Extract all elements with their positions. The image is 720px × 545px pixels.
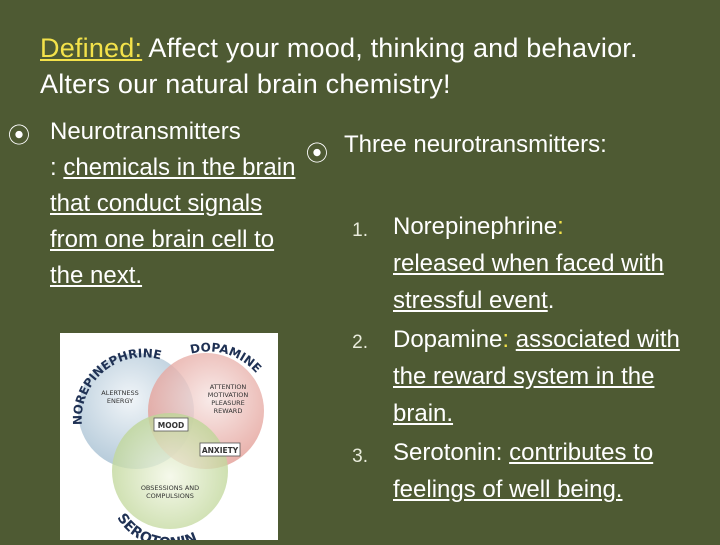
pleasure-label: PLEASURE — [211, 399, 245, 407]
item-description: contributes to feelings of well being. — [393, 439, 654, 503]
item-colon: : — [502, 326, 510, 353]
mood-box — [153, 417, 189, 432]
list-item-norepinephrine: Norepinephrine: released when faced with… — [393, 208, 718, 319]
list-item-dopamine: Dopamine: associated with the reward sys… — [393, 321, 718, 432]
attention-label: ATTENTION — [210, 383, 247, 391]
neurotransmitters-definition: Neurotransmitters : chemicals in the bra… — [50, 114, 300, 294]
item-description: released when faced with stressful event — [393, 250, 664, 314]
energy-label: ENERGY — [107, 397, 133, 405]
definition-text: Affect your mood, thinking and behavior.… — [40, 33, 638, 99]
item-colon: : — [495, 439, 503, 466]
neurotransmitters-colon: : — [50, 154, 57, 181]
list-item-serotonin: Serotonin: contributes to feelings of we… — [393, 434, 718, 508]
motivation-label: MOTIVATION — [208, 391, 249, 399]
item-name: Serotonin — [393, 439, 496, 466]
item-end: . — [547, 287, 555, 314]
anxiety-box — [199, 442, 241, 457]
item-name: Norepinephrine — [393, 213, 558, 240]
defined-term: Defined: — [40, 33, 143, 63]
bullet-icon: ⦿ — [8, 123, 31, 148]
list-number: 3. — [352, 446, 368, 467]
bullet-icon: ⦿ — [306, 141, 329, 166]
alertness-label: ALERTNESS — [101, 389, 138, 397]
list-number: 2. — [352, 332, 368, 353]
neurotransmitters-term: Neurotransmitters — [50, 118, 241, 145]
three-neurotransmitters-heading: Three neurotransmitters: — [344, 131, 607, 158]
neurotransmitter-venn-diagram: NOREPINEPHRINE DOPAMINE SEROTONIN ALERTN… — [60, 333, 278, 545]
list-number: 1. — [352, 220, 368, 241]
neurotransmitters-definition-text: chemicals in the brain that conduct sign… — [50, 154, 296, 289]
compulsions-label: COMPULSIONS — [146, 492, 194, 500]
venn-svg: NOREPINEPHRINE DOPAMINE SEROTONIN ALERTN… — [71, 340, 265, 545]
serotonin-circle — [112, 413, 228, 529]
item-colon: : — [557, 213, 564, 240]
item-description: associated with the reward system in the… — [393, 326, 680, 427]
obsessions-label: OBSESSIONS AND — [141, 484, 199, 492]
anxiety-label: ANXIETY — [202, 446, 239, 455]
item-name: Dopamine — [393, 326, 503, 353]
reward-label: REWARD — [214, 407, 243, 415]
definition-heading: Defined: Affect your mood, thinking and … — [40, 30, 710, 102]
mood-label: MOOD — [158, 421, 184, 430]
